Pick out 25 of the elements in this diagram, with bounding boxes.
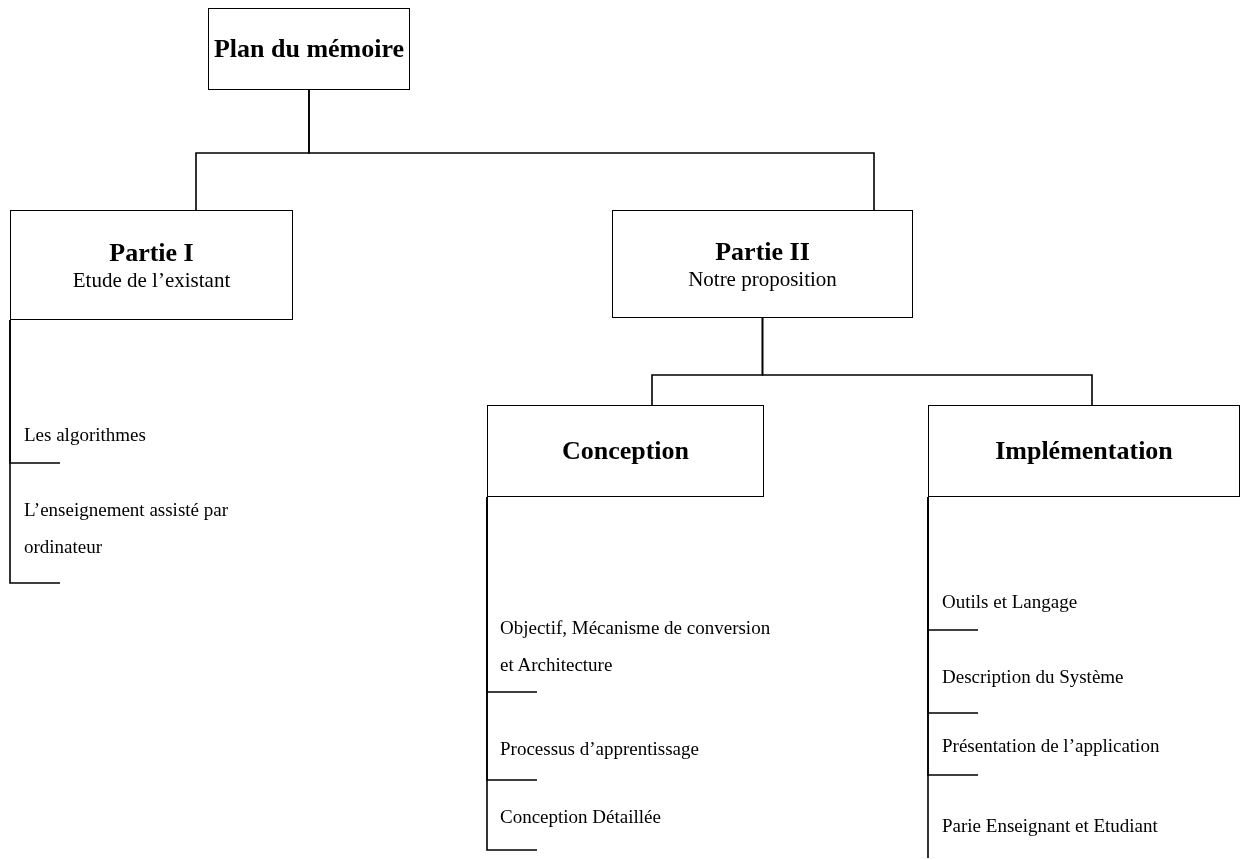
item-text: L’enseignement assisté par ordinateur — [24, 498, 230, 559]
heading: Implémentation — [995, 436, 1173, 466]
item-text: Objectif, Mécanisme de conversion et Architecture — [500, 616, 772, 677]
item-text: Les algorithmes — [24, 422, 146, 447]
subheading: Etude de l’existant — [72, 267, 231, 293]
subheading: Notre proposition — [688, 266, 837, 292]
heading: Partie II — [715, 236, 810, 267]
section-box — [612, 210, 913, 318]
title-box — [208, 8, 410, 90]
connector-line — [9, 319, 61, 584]
connector-line — [761, 317, 1093, 406]
item-text: Outils et Langage — [942, 589, 1078, 614]
item-text: Conception Détaillée — [500, 804, 661, 829]
section-box — [10, 210, 293, 320]
item-text: Présentation de l’application — [942, 733, 1160, 758]
connector-line — [486, 496, 538, 851]
item-text: Description du Système — [942, 664, 1124, 689]
heading: Partie I — [109, 237, 194, 268]
title-box — [487, 405, 764, 497]
title-box — [928, 405, 1240, 497]
item-text: Processus d’apprentissage — [500, 736, 699, 761]
connector-line — [308, 89, 875, 211]
item-text: Parie Enseignant et Etudiant — [942, 813, 1158, 838]
heading: Plan du mémoire — [213, 34, 405, 64]
heading: Conception — [561, 436, 690, 466]
